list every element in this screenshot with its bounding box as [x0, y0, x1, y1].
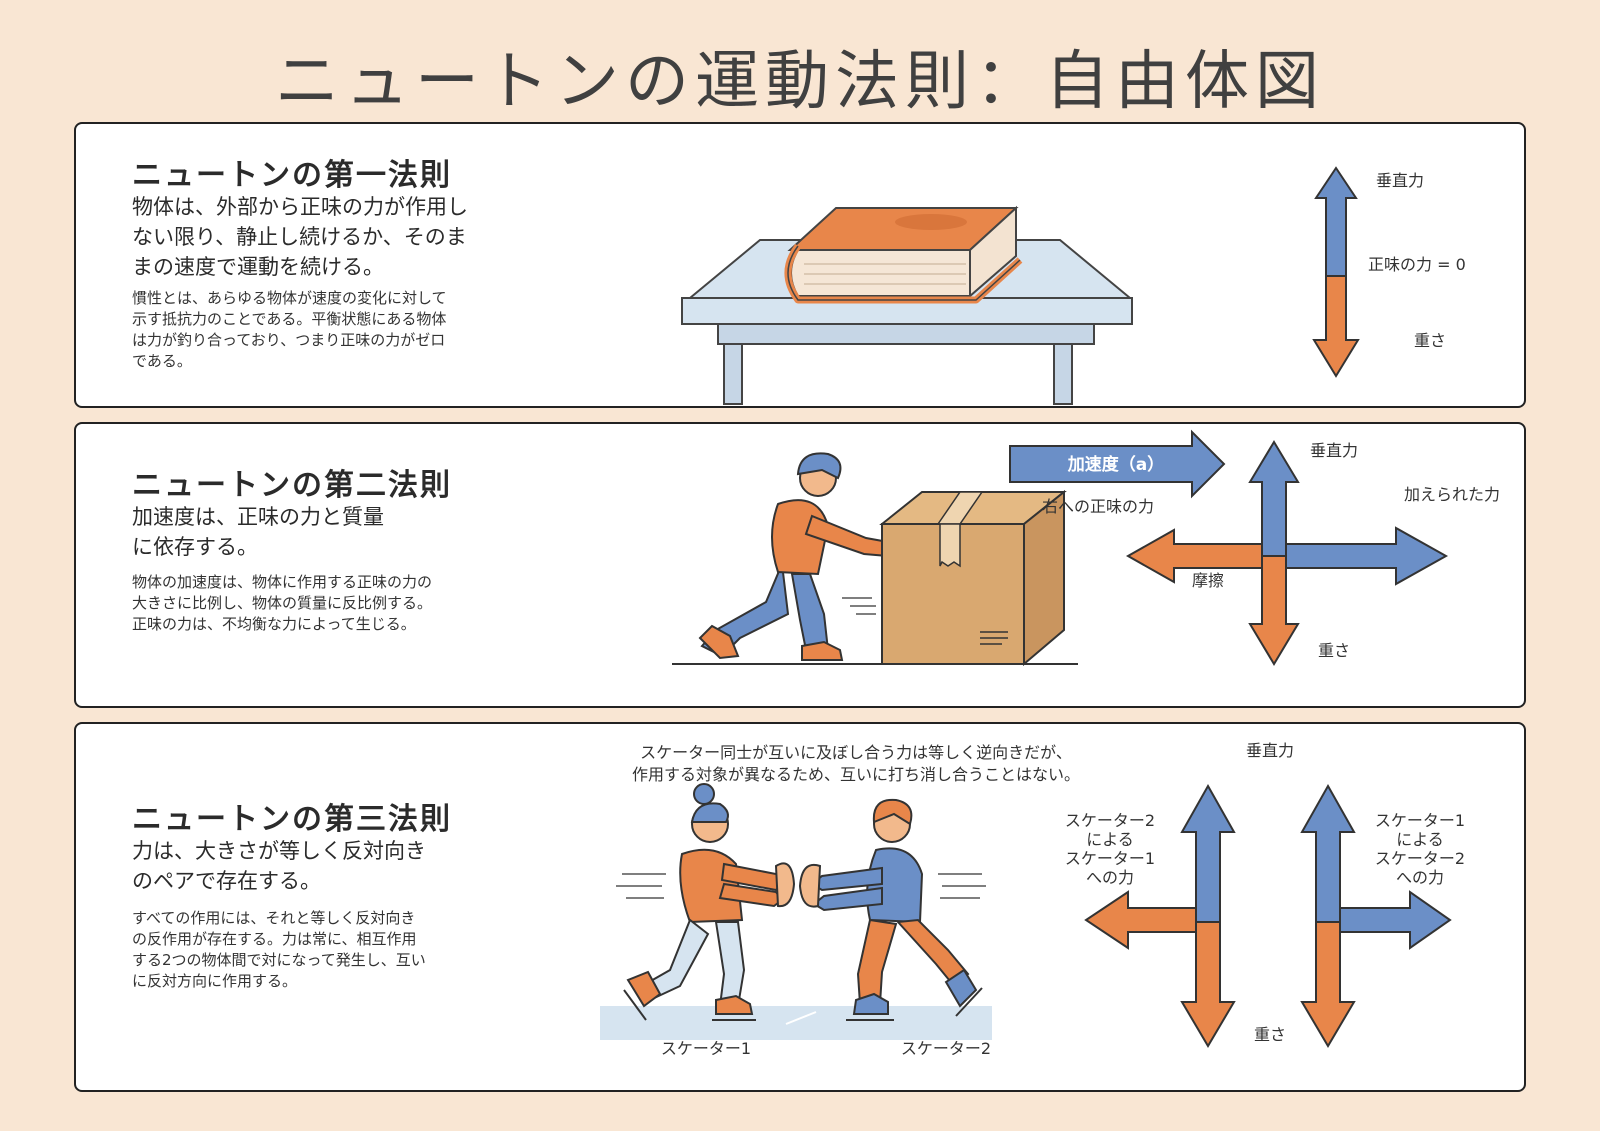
normal-force-label: 垂直力: [1310, 441, 1358, 460]
normal-force-arrow-1: [1180, 783, 1236, 923]
book-illustration: [784, 205, 1023, 304]
friction-label: 摩擦: [1192, 571, 1224, 590]
skater-1-label: スケーター1: [661, 1039, 751, 1058]
lead-line: に依存する。: [132, 535, 258, 559]
caption-line: 作用する対象が異なるため、互いに打ち消し合うことはない。: [631, 765, 1080, 784]
caption-line: スケーター同士が互いに及ぼし合う力は等しく逆向きだが、: [640, 743, 1072, 762]
acceleration-arrow: 加速度（a）: [1009, 429, 1226, 499]
svg-text:への力: への力: [1086, 868, 1134, 887]
second-law-body: 物体の加速度は、物体に作用する正味の力の 大きさに比例し、物体の質量に反比例する…: [132, 572, 432, 635]
body-line: 示す抵抗力のことである。平衡状態にある物体: [132, 310, 447, 328]
skater-2-force-diagram: [1300, 783, 1452, 1048]
lead-line: まの速度で運動を続ける。: [132, 255, 384, 279]
force-on-skater-2-arrow: [1339, 890, 1452, 950]
body-line: する2つの物体間で対になって発生し、互い: [132, 951, 426, 969]
svg-text:による: による: [1086, 830, 1134, 849]
force-on-skater-1-arrow: [1084, 890, 1197, 950]
normal-force-arrow: [1248, 440, 1300, 557]
second-law-lead: 加速度は、正味の力と質量 に依存する。: [132, 502, 384, 562]
weight-arrow-1: [1180, 921, 1236, 1048]
third-law-caption: スケーター同士が互いに及ぼし合う力は等しく逆向きだが、 作用する対象が異なるため…: [586, 742, 1126, 786]
lead-line: ない限り、静止し続けるか、そのま: [132, 225, 467, 249]
body-line: 正味の力は、不均衡な力によって生じる。: [132, 615, 416, 633]
body-line: に反対方向に作用する。: [132, 972, 298, 990]
lead-line: のペアで存在する。: [132, 869, 321, 893]
svg-text:による: による: [1396, 830, 1444, 849]
third-law-lead: 力は、大きさが等しく反対向き のペアで存在する。: [132, 836, 426, 896]
lead-line: 物体は、外部から正味の力が作用し: [132, 195, 468, 219]
skater-2-illustration: [798, 798, 986, 1021]
svg-text:への力: への力: [1396, 868, 1444, 887]
friction-arrow: [1125, 528, 1263, 584]
third-law-panel: ニュートンの第三法則 力は、大きさが等しく反対向き のペアで存在する。 すべての…: [74, 722, 1526, 1092]
second-law-title: ニュートンの第二法則: [132, 468, 452, 503]
second-law-force-diagram: 垂直力 加えられた力 摩擦 重さ: [1125, 440, 1500, 666]
first-law-body: 慣性とは、あらゆる物体が速度の変化に対して 示す抵抗力のことである。平衡状態にあ…: [132, 288, 447, 372]
body-line: 大きさに比例し、物体の質量に反比例する。: [132, 594, 433, 612]
normal-force-arrow-2: [1300, 783, 1356, 923]
weight-arrow-2: [1300, 921, 1356, 1048]
normal-force-label: 垂直力: [1246, 741, 1294, 760]
body-line: 慣性とは、あらゆる物体が速度の変化に対して: [132, 289, 447, 307]
applied-force-label: 加えられた力: [1404, 485, 1500, 504]
svg-text:スケーター2: スケーター2: [1375, 849, 1465, 868]
third-law-illustration: スケーター1 スケーター2 垂直力 重さ スケーター2 による スケーター1 へ…: [600, 741, 1465, 1058]
skater-2-label: スケーター2: [901, 1039, 991, 1058]
acceleration-label: 加速度（a）: [1067, 454, 1164, 475]
svg-text:スケーター1: スケーター1: [1375, 811, 1465, 830]
body-line: は力が釣り合っており、つまり正味の力がゼロ: [132, 331, 446, 349]
skater-1-illustration: [616, 783, 796, 1021]
weight-label: 重さ: [1254, 1025, 1286, 1044]
weight-arrow: [1248, 555, 1300, 666]
net-force-label: 正味の力 = 0: [1368, 255, 1466, 274]
normal-force-label: 垂直力: [1376, 171, 1424, 190]
third-law-body: すべての作用には、それと等しく反対向き の反作用が存在する。力は常に、相互作用 …: [132, 908, 426, 992]
svg-text:スケーター1: スケーター1: [1065, 849, 1155, 868]
body-line: すべての作用には、それと等しく反対向き: [132, 909, 416, 927]
first-law-lead: 物体は、外部から正味の力が作用し ない限り、静止し続けるか、そのま まの速度で運…: [132, 192, 468, 282]
weight-arrow: [1312, 275, 1360, 378]
body-line: 物体の加速度は、物体に作用する正味の力の: [132, 573, 433, 591]
ice-surface: [600, 1006, 992, 1040]
third-law-title: ニュートンの第三法則: [132, 802, 452, 837]
weight-label: 重さ: [1414, 331, 1446, 350]
force-on-skater-1-label: スケーター2 による スケーター1 への力: [1065, 811, 1155, 887]
body-line: である。: [132, 352, 192, 370]
net-force-right-label: 右への正味の力: [1042, 497, 1154, 516]
applied-force-arrow: [1285, 526, 1449, 586]
lead-line: 力は、大きさが等しく反対向き: [132, 839, 426, 863]
first-law-illustration: 垂直力 正味の力 = 0 重さ: [681, 166, 1466, 405]
body-line: の反作用が存在する。力は常に、相互作用: [132, 930, 417, 948]
person-pushing-illustration: [698, 452, 908, 661]
first-law-panel: ニュートンの第一法則 物体は、外部から正味の力が作用し ない限り、静止し続けるか…: [74, 122, 1526, 408]
cardboard-box-illustration: [879, 489, 1067, 667]
first-law-force-diagram: 垂直力 正味の力 = 0 重さ: [1312, 166, 1466, 378]
skater-1-force-diagram: [1084, 783, 1236, 1048]
weight-label: 重さ: [1318, 641, 1350, 660]
force-on-skater-2-label: スケーター1 による スケーター2 への力: [1375, 811, 1465, 887]
svg-text:スケーター2: スケーター2: [1065, 811, 1155, 830]
second-law-panel: ニュートンの第二法則 加速度は、正味の力と質量 に依存する。 物体の加速度は、物…: [74, 422, 1526, 708]
second-law-illustration: 加速度（a） 右への正味の力 垂直力 加えられた力 摩擦 重さ: [672, 429, 1500, 667]
normal-force-arrow: [1314, 166, 1358, 277]
page-title: ニュートンの運動法則：自由体図: [275, 45, 1325, 119]
first-law-title: ニュートンの第一法則: [132, 158, 452, 193]
lead-line: 加速度は、正味の力と質量: [132, 505, 384, 529]
